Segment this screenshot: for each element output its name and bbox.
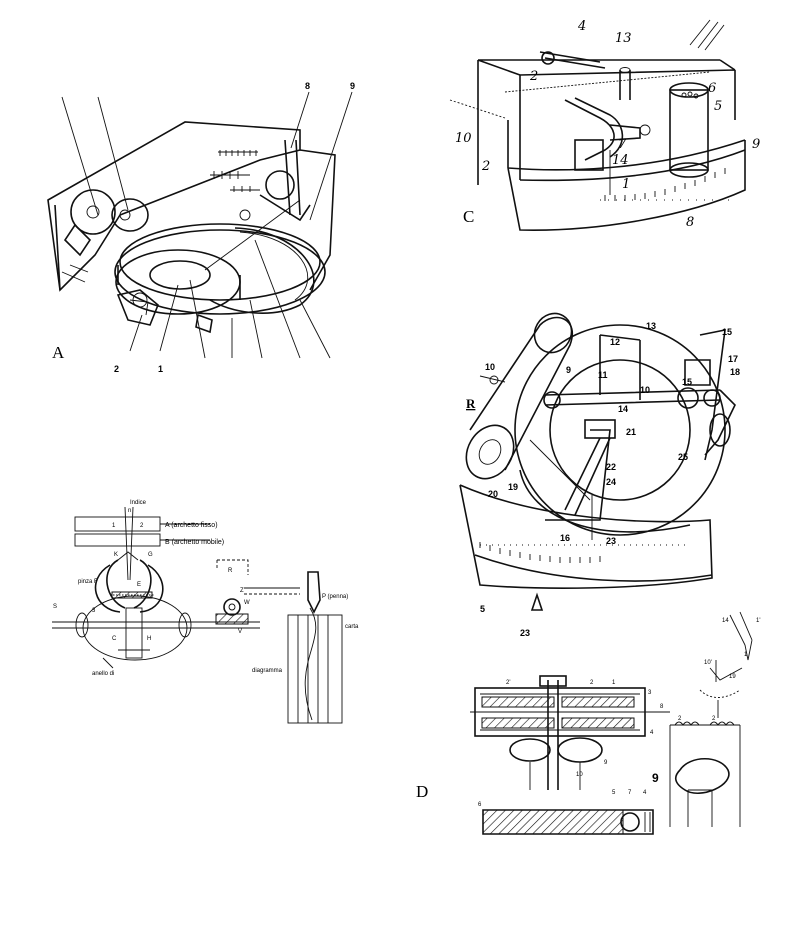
fig-c-callout-14: 14 — [612, 153, 629, 168]
fig-b-label-s: S — [53, 604, 57, 610]
fig-b-label-g: G — [148, 552, 153, 558]
fig-r-callout-10b: 10 — [640, 385, 650, 395]
fig-b-label-e: E — [137, 582, 141, 588]
fig-b-label-pinza: pinza F — [78, 579, 98, 585]
fig-d-callout-7: 7 — [628, 790, 632, 796]
figure-b: Indice n 1 2 A (archetto fisso) B (arche… — [52, 500, 359, 724]
fig-d-letter: D — [416, 782, 428, 801]
figure-a: 8 9 2 1 A — [47, 81, 355, 374]
fig-b-label-penna: P (penna) — [322, 594, 348, 600]
fig-a-callout-8: 8 — [305, 81, 310, 91]
fig-d-side-19: 19 — [729, 674, 736, 680]
fig-d-side-10p: 10' — [704, 660, 712, 666]
fig-d-side-2a: 2 — [678, 716, 682, 722]
fig-c-callout-8: 8 — [686, 215, 694, 230]
figure-c: 4 13 2 6 5 10 7 14 9 2 1 8 C — [449, 19, 760, 231]
fig-r-callout-18: 18 — [730, 367, 740, 377]
fig-b-label-indice: Indice — [130, 500, 147, 506]
fig-b-label-n: n — [128, 508, 131, 514]
fig-d-side-2b: 2 — [712, 716, 716, 722]
fig-b-label-z: Z — [240, 588, 244, 594]
fig-r-callout-17: 17 — [728, 354, 738, 364]
fig-b-label-1: 1 — [112, 523, 116, 529]
fig-r-callout-11: 11 — [598, 370, 608, 380]
fig-r-callout-10a: 10 — [485, 362, 495, 372]
fig-r-callout-14: 14 — [618, 404, 628, 414]
fig-r-callout-21: 21 — [626, 427, 636, 437]
figure-d: 2' 2 1 3 8 4 9 10 6 5 7 4 14 1' 1 10' 19… — [416, 611, 760, 835]
fig-b-label-2: 2 — [140, 523, 144, 529]
fig-a-callout-1: 1 — [158, 364, 163, 374]
fig-r-callout-15a: 15 — [722, 327, 732, 337]
fig-d-callout-9: 9 — [604, 760, 608, 766]
fig-a-callout-9: 9 — [350, 81, 355, 91]
fig-b-label-diagramma: diagramma — [252, 668, 283, 674]
fig-c-callout-4: 4 — [577, 19, 586, 34]
fig-b-label-k: K — [114, 552, 118, 558]
fig-r-callout-13: 13 — [646, 321, 656, 331]
fig-r-callout-24: 24 — [606, 477, 616, 487]
fig-d-callout-3: 3 — [648, 690, 652, 696]
fig-d-side-1p: 1' — [756, 618, 760, 624]
fig-c-callout-13: 13 — [615, 31, 632, 46]
fig-c-callout-5: 5 — [714, 99, 722, 114]
scale-marks — [210, 150, 260, 192]
fig-b-label-w: W — [244, 600, 250, 606]
fig-b-label-archetto-fisso: A (archetto fisso) — [165, 522, 218, 529]
fig-r-callout-15b: 15 — [682, 377, 692, 387]
fig-b-label-h: H — [147, 636, 151, 642]
fig-d-callout-4b: 4 — [643, 790, 647, 796]
fig-r-callout-20: 20 — [488, 489, 498, 499]
fig-c-callout-7: 7 — [618, 137, 627, 152]
fig-r-callout-9: 9 — [566, 365, 571, 375]
fig-r-callout-16: 16 — [560, 533, 570, 543]
fig-d-callout-2: 2 — [590, 680, 594, 686]
fig-r-callout-23a: 23 — [606, 536, 616, 546]
figure-r: 13 12 15 17 18 10 9 11 10 15 14 21 25 22… — [459, 312, 740, 638]
fig-d-callout-1: 1 — [612, 680, 616, 686]
fig-c-callout-10: 10 — [455, 131, 472, 146]
fig-b-label-anello: anello di — [92, 671, 114, 677]
fig-b-label-3: 3 — [92, 608, 96, 614]
fig-r-callout-22: 22 — [606, 462, 616, 472]
fig-d-side-14: 14 — [722, 618, 729, 624]
fig-d-side-1: 1 — [744, 652, 748, 658]
fig-b-label-carta: carta — [345, 624, 359, 630]
fig-r-callout-23b: 23 — [520, 628, 530, 638]
fig-c-letter: C — [463, 207, 474, 226]
fig-c-callout-2a: 2 — [529, 69, 538, 84]
fig-d-callout-4: 4 — [650, 730, 654, 736]
fig-r-callout-25: 25 — [678, 452, 688, 462]
fig-r-callout-5: 5 — [480, 604, 485, 614]
fig-c-callout-6: 6 — [708, 81, 716, 96]
fig-c-callout-9: 9 — [752, 137, 760, 152]
fig-b-label-v: V — [238, 629, 242, 635]
fig-a-letter: A — [52, 343, 65, 362]
fig-r-callout-19: 19 — [508, 482, 518, 492]
fig-d-callout-2p: 2' — [506, 680, 510, 686]
fig-c-callout-1: 1 — [622, 177, 630, 192]
fig-d-callout-10: 10 — [576, 772, 583, 778]
fig-d-callout-8: 8 — [660, 704, 664, 710]
fig-r-callout-12: 12 — [610, 337, 620, 347]
fig-d-callout-6: 6 — [478, 802, 482, 808]
fig-d-side-9: 9 — [652, 771, 659, 785]
fig-b-label-r: R — [228, 568, 233, 574]
fig-c-callout-2b: 2 — [481, 159, 490, 174]
fig-r-letter: R — [466, 396, 476, 411]
fig-b-label-archetto-mobile: B (archetto mobile) — [165, 539, 224, 546]
fig-b-label-c: C — [112, 636, 117, 642]
fig-d-callout-5: 5 — [612, 790, 616, 796]
fig-a-callout-2: 2 — [114, 364, 119, 374]
